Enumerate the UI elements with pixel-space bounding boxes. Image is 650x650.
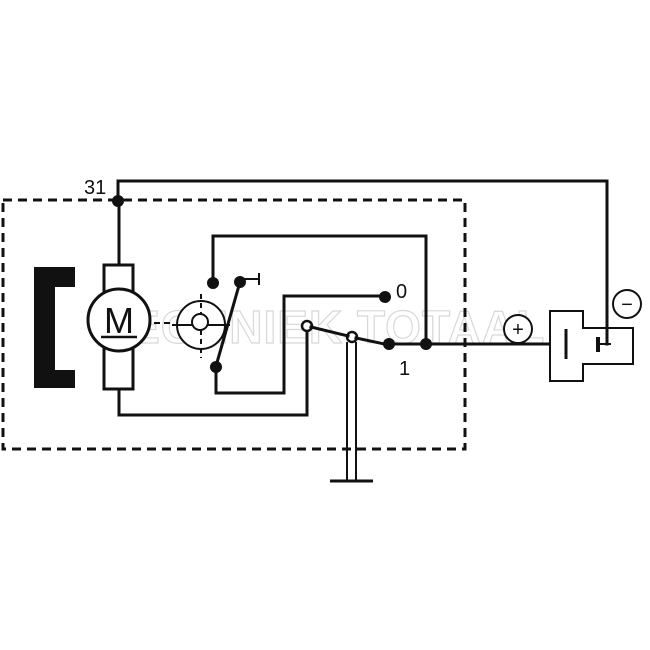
- wire-park-top: [211, 234, 428, 345]
- switch-link: [309, 325, 350, 338]
- terminal-0-label: 0: [396, 281, 407, 303]
- terminal-31-dot: [112, 195, 124, 207]
- terminal-31-label: 31: [84, 177, 106, 199]
- park-switch-arm: [214, 280, 242, 368]
- motor: M: [86, 263, 152, 391]
- park-switch-stop: [240, 273, 260, 285]
- motor-label: M: [104, 300, 134, 341]
- minus-sign: −: [621, 294, 633, 316]
- wiper-bracket: [34, 267, 75, 388]
- battery-body: [549, 310, 634, 382]
- motor-circle: [86, 287, 152, 353]
- wire-31: [116, 179, 609, 305]
- park-cam: [172, 294, 230, 358]
- cam-hub: [191, 313, 209, 331]
- housing-boundary: [1, 198, 467, 451]
- terminal-0-dot: [379, 291, 391, 303]
- wire-park-bottom: [214, 294, 387, 395]
- terminal-1-label: 1: [399, 358, 410, 380]
- wire-motor-bottom: [117, 326, 309, 417]
- battery: [549, 310, 634, 382]
- minus-sign-circle: [612, 289, 642, 319]
- plus-sign: +: [512, 319, 524, 341]
- park-contact-top: [207, 277, 219, 289]
